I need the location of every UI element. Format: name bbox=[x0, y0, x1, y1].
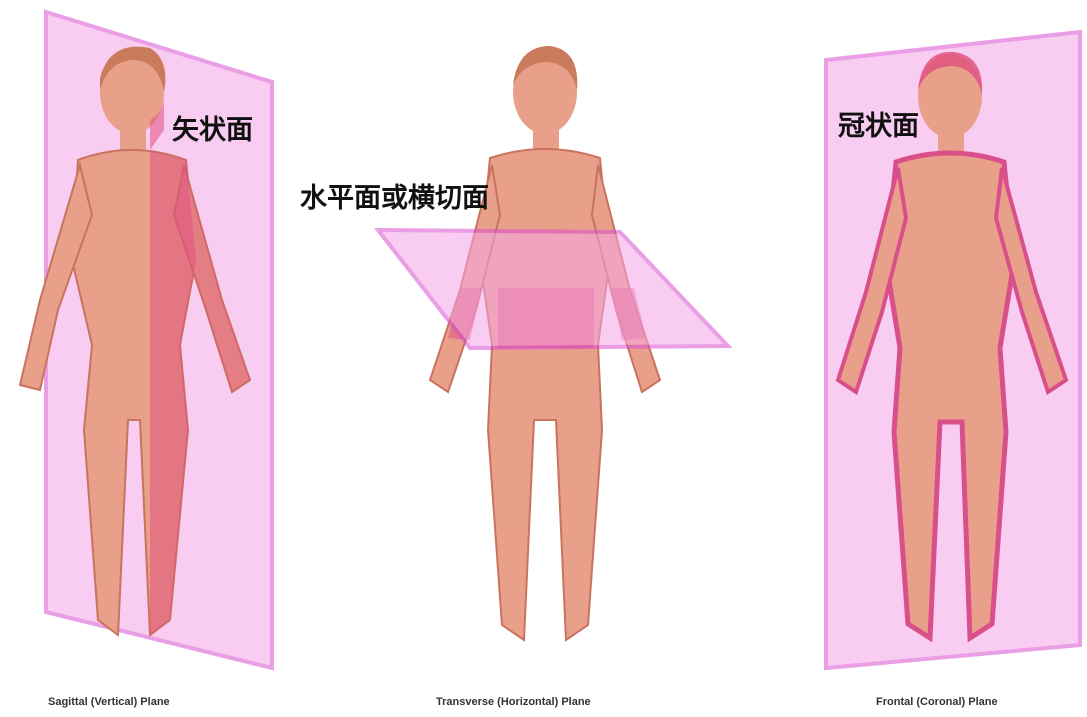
sagittal-plane-panel bbox=[0, 0, 300, 717]
sagittal-plane-caption: Sagittal (Vertical) Plane bbox=[48, 696, 170, 708]
transverse-plane-caption: Transverse (Horizontal) Plane bbox=[436, 696, 591, 708]
sagittal-plane-label: 矢状面 bbox=[172, 108, 253, 147]
transverse-figure-illustration bbox=[330, 0, 750, 717]
transverse-plane-panel bbox=[330, 0, 750, 717]
sagittal-figure-illustration bbox=[0, 0, 300, 717]
frontal-plane-label: 冠状面 bbox=[838, 104, 919, 143]
frontal-plane-caption: Frontal (Coronal) Plane bbox=[876, 696, 998, 708]
transverse-plane-label: 水平面或横切面 bbox=[300, 176, 489, 215]
frontal-plane-panel bbox=[790, 0, 1087, 717]
frontal-figure-illustration bbox=[790, 0, 1087, 717]
transverse-plane bbox=[378, 230, 728, 348]
